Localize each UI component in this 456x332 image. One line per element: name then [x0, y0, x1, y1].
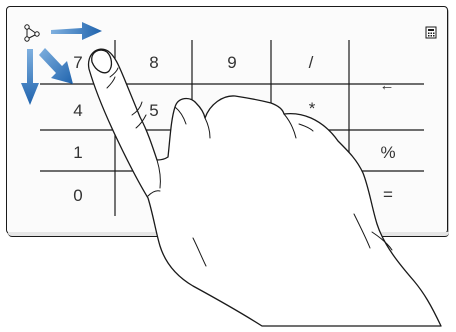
key-7[interactable]: 7 — [73, 53, 82, 72]
key-5[interactable]: 5 — [149, 101, 158, 120]
arrow-right-icon — [51, 22, 102, 40]
arrow-down-icon — [21, 49, 39, 105]
key-divide[interactable]: / — [309, 53, 314, 72]
key-8[interactable]: 8 — [149, 53, 158, 72]
key-backspace[interactable]: ← — [380, 77, 395, 94]
key-equals[interactable]: = — [383, 185, 393, 204]
key-0[interactable]: 0 — [73, 186, 82, 205]
key-9[interactable]: 9 — [227, 53, 236, 72]
key-1[interactable]: 1 — [73, 143, 82, 162]
arrow-diagonal-icon — [39, 48, 73, 84]
numberpad-toggle-icon[interactable] — [25, 25, 39, 41]
key-multiply[interactable]: * — [309, 99, 316, 118]
key-percent[interactable]: % — [380, 143, 395, 162]
key-4[interactable]: 4 — [73, 101, 82, 120]
calculator-icon[interactable] — [426, 27, 436, 38]
